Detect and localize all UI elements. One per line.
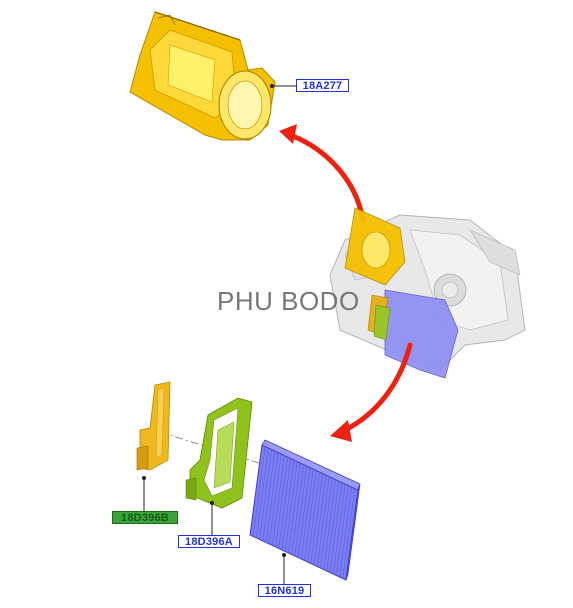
- filter-pleat: [275, 456, 288, 548]
- filter-pleat: [265, 452, 279, 543]
- filter-pleat: [320, 477, 333, 569]
- hvac-assembly: [329, 207, 526, 379]
- filter-pleat: [300, 468, 314, 560]
- filter-pleat: [304, 470, 317, 561]
- part-label-18D396B[interactable]: 18D396B: [112, 511, 178, 524]
- filter-frame-part: [185, 397, 253, 509]
- filter-pleat: [336, 485, 349, 576]
- filter-pleat: [310, 473, 324, 564]
- arrow-to-housing: [284, 131, 366, 223]
- filter-pleat: [268, 453, 282, 545]
- filter-pleat: [294, 465, 308, 557]
- filter-pleat: [288, 462, 301, 554]
- watermark-text: PHU BODO: [217, 286, 360, 316]
- filter-pleat: [262, 450, 276, 542]
- arrowhead-to-housing: [279, 124, 297, 144]
- filter-pleat: [307, 471, 320, 563]
- leader-dot-18D396A: [210, 501, 214, 505]
- cabin-air-filter-part: [249, 439, 361, 581]
- air-intake-housing-part: [129, 11, 276, 141]
- part-label-18D396A[interactable]: 18D396A: [178, 535, 240, 548]
- filter-pleat: [272, 455, 285, 546]
- filter-pleat: [316, 476, 330, 567]
- arrowhead-to-filter: [330, 420, 352, 442]
- filter-pleat: [342, 488, 356, 579]
- filter-pleat: [297, 467, 311, 558]
- filter-pleat: [326, 480, 340, 572]
- filter-pleat: [332, 483, 346, 575]
- filter-pleat: [281, 459, 295, 551]
- filter-cover-part: [136, 381, 171, 471]
- leader-dot-16N619: [282, 553, 286, 557]
- part-label-18A277[interactable]: 18A277: [296, 79, 349, 92]
- arrow-to-filter: [342, 342, 413, 433]
- filter-pleat: [323, 479, 336, 570]
- part-label-16N619[interactable]: 16N619: [258, 584, 311, 597]
- leader-dot-18D396B: [142, 476, 146, 480]
- filter-pleat: [313, 474, 327, 566]
- filter-pleat: [339, 486, 352, 578]
- filter-pleat: [252, 446, 266, 537]
- filter-pleat: [284, 461, 298, 552]
- filter-pleat: [278, 458, 292, 549]
- leader-dot-18A277: [270, 84, 274, 88]
- filter-pleat: [259, 449, 272, 540]
- filter-pleat: [329, 482, 343, 573]
- filter-pleat: [291, 464, 304, 555]
- filter-pleat: [256, 447, 269, 539]
